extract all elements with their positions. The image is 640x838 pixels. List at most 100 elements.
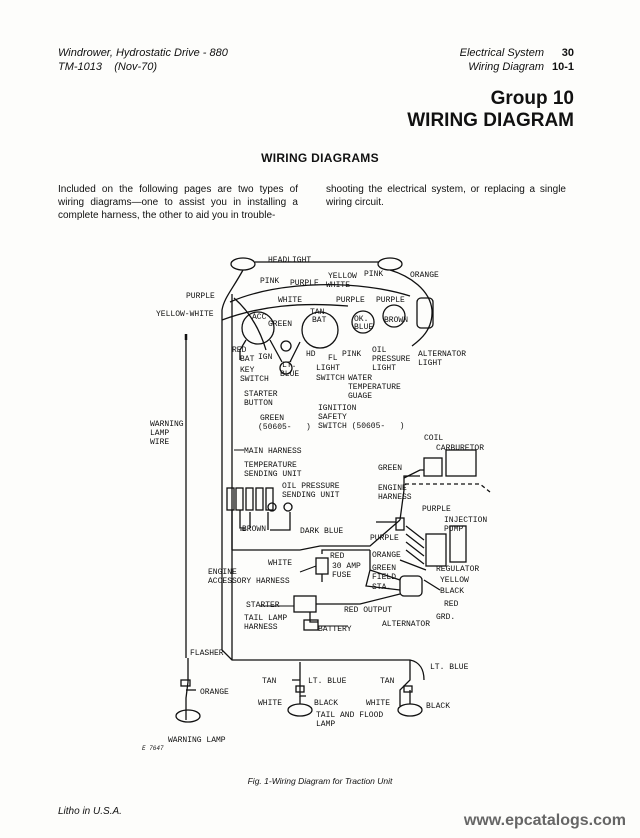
footer-litho: Litho in U.S.A. [58,806,122,817]
label-purple-2: PURPLE [186,292,215,301]
label-purple-4: PURPLE [376,296,405,305]
label-orange-2: ORANGE [372,551,401,560]
label-tail-lamp-2: HARNESS [244,623,278,632]
label-yellow-white: YELLOW-WHITE [156,310,214,319]
headlight-right-icon [377,257,403,271]
label-lt-blue-3: LT. BLUE [430,663,469,672]
label-warning-lamp-wire-2: LAMP [150,429,169,438]
header-section-name: Electrical System [459,47,544,59]
label-alternator-light-2: LIGHT [418,359,442,368]
carburetor-icon [445,449,477,477]
label-green: GREEN [268,320,292,329]
alternator-light-icon [416,297,434,329]
label-oil-pressure-light-3: LIGHT [372,364,396,373]
label-blue: BLUE [354,323,373,332]
label-engine-acc-1: ENGINE [208,568,237,577]
header-subsection-name: Wiring Diagram [468,61,544,73]
label-ignition-safety-3: SWITCH (50605- ) [318,422,404,431]
label-tan-3: TAN [380,677,395,686]
label-orange-3: ORANGE [200,688,229,697]
header-manual-title: Windrower, Hydrostatic Drive - 880 [58,47,228,59]
header-page-number: 30 [561,47,574,59]
label-water-temp-3: GUAGE [348,392,372,401]
label-starter-button-2: BUTTON [244,399,273,408]
label-light-switch-2: SWITCH [316,374,345,383]
label-pink: PINK [260,277,279,286]
label-bat-2: BAT [240,355,255,364]
label-yellow-2: YELLOW [440,576,469,585]
label-tail-lamp-1: TAIL LAMP [244,614,287,623]
label-purple-5: PURPLE [422,505,451,514]
light-switch-icon [301,311,339,349]
label-purple-3: PURPLE [336,296,365,305]
label-tail-flood-2: LAMP [316,720,335,729]
label-oil-pressure-light-1: OIL [372,346,387,355]
label-flasher: FLASHER [190,649,224,658]
label-oil-pressure-light-2: PRESSURE [372,355,411,364]
intro-text-right: shooting the electrical system, or repla… [326,184,566,208]
label-black-3: BLACK [426,702,450,711]
label-green-4: GREEN [372,564,396,573]
label-starter-button-1: STARTER [244,390,278,399]
footer-watermark: www.epcatalogs.com [463,812,626,829]
label-engine-acc-2: ACCESSORY HARNESS [208,577,290,586]
temperature-sending-unit-icon [267,502,277,512]
group-title: Group 10 [490,88,574,109]
intro-text-left: Included on the following pages are two … [58,184,298,221]
label-ignition-safety-1: IGNITION [318,404,357,413]
oil-pressure-light-icon [351,310,375,334]
key-switch-icon [241,311,275,345]
label-lt-blue-4: LT. BLUE [308,677,347,686]
figure-code: E 7647 [142,745,164,752]
label-oil-sending-1: OIL PRESSURE [282,482,340,491]
label-bat: BAT [312,316,327,325]
label-field: FIELD [372,573,396,582]
label-battery: BATTERY [318,625,352,634]
label-yellow: YELLOW [328,272,357,281]
label-water-temp-2: TEMPERATURE [348,383,401,392]
label-engine-harness-1: ENGINE [378,484,407,493]
label-green-3: GREEN [378,464,402,473]
label-white: WHITE [326,281,350,290]
label-red-output: RED OUTPUT [344,606,392,615]
label-acc: ACC [252,313,267,322]
label-lt: LT. [282,361,296,370]
label-ignition-safety-2: SAFETY [318,413,347,422]
header-page-section: 10-1 [551,61,574,73]
label-alternator: ALTERNATOR [382,620,430,629]
label-fl: FL [328,354,338,363]
alternator-icon [399,575,423,597]
warning-lamp-icon [175,709,201,723]
tail-flood-lamp-left-icon [287,703,313,717]
label-key-switch-2: SWITCH [240,375,269,384]
injection-pump-icon [449,525,467,563]
label-tan: TAN [310,308,325,317]
label-headlight: HEADLIGHT [268,256,311,265]
label-main-harness: MAIN HARNESS [244,447,302,456]
label-brown-2: BROWN [242,525,266,534]
label-dk: OK. [354,315,368,324]
label-sta: STA. [372,583,391,592]
headlight-left-icon [230,257,256,271]
label-lt-blue: BLUE [280,370,299,379]
page-title: WIRING DIAGRAM [407,110,574,131]
label-water-temp-1: WATER [348,374,372,383]
label-oil-sending-2: SENDING UNIT [282,491,340,500]
label-temp-sending-1: TEMPERATURE [244,461,297,470]
label-carburetor: CARBURETOR [436,444,484,453]
label-temp-sending-2: SENDING UNIT [244,470,302,479]
label-warning-lamp: WARNING LAMP [168,736,226,745]
label-engine-harness-2: HARNESS [378,493,412,502]
label-injection-pump-1: INJECTION [444,516,487,525]
battery-icon [303,619,319,631]
label-coil: COIL [424,434,443,443]
tail-flood-lamp-right-icon [397,703,423,717]
label-white-4: WHITE [366,699,390,708]
label-warning-lamp-wire-1: WARNING [150,420,184,429]
coil-icon [423,457,443,477]
label-dark-blue: DARK BLUE [300,527,343,536]
label-white-2b: WHITE [268,559,292,568]
label-tan-2: TAN [262,677,277,686]
oil-pressure-sending-unit-icon [283,502,293,512]
label-green-part-number: (50605- ) [258,423,311,432]
